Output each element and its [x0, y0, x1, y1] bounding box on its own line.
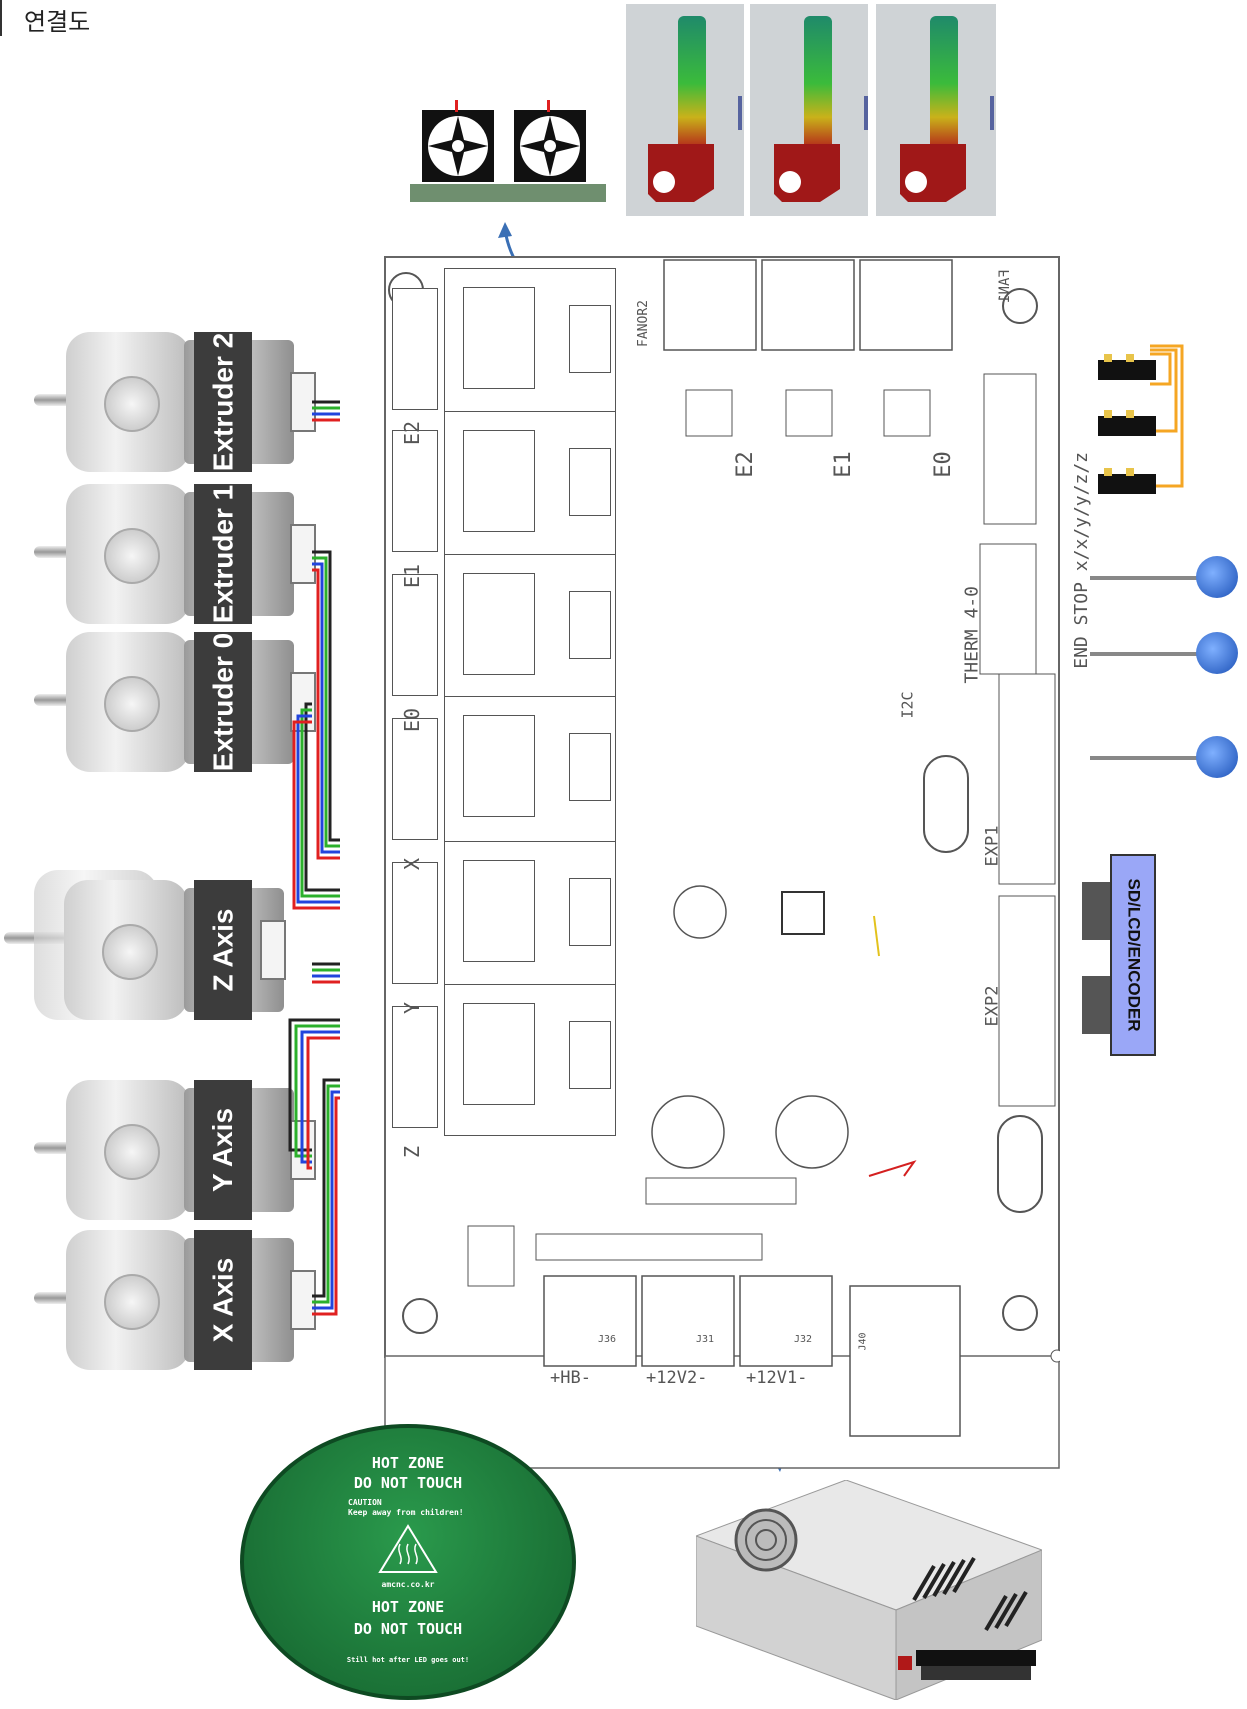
warning-icon	[378, 1524, 438, 1574]
bed-caution: CAUTION	[348, 1498, 382, 1507]
lcd-connector	[1082, 882, 1112, 940]
bed-hot-zone-2: HOT ZONE	[244, 1598, 572, 1616]
lcd-connector	[1082, 976, 1112, 1034]
thermistor-icon	[1196, 556, 1238, 598]
sd-lcd-encoder-label: SD/LCD/ENCODER	[1110, 854, 1156, 1056]
bed-site: amcnc.co.kr	[244, 1580, 572, 1589]
thermistor-wire	[1090, 576, 1210, 580]
thermistor-icon	[1196, 736, 1238, 778]
sd-lcd-encoder-text: SD/LCD/ENCODER	[1123, 878, 1143, 1031]
bed-footer: Still hot after LED goes out!	[244, 1656, 572, 1664]
bed-do-not-touch-2: DO NOT TOUCH	[244, 1620, 572, 1638]
thermistor-icon	[1196, 632, 1238, 674]
heated-bed: HOT ZONE DO NOT TOUCH CAUTION Keep away …	[240, 1424, 576, 1700]
bed-caution-sub: Keep away from children!	[348, 1508, 464, 1517]
endstop-switches	[1090, 336, 1186, 516]
thermistor-wire	[1090, 652, 1210, 656]
bed-do-not-touch-1: DO NOT TOUCH	[244, 1474, 572, 1492]
power-supply	[696, 1480, 1042, 1700]
thermistor-wire	[1090, 756, 1210, 760]
bed-hot-zone-1: HOT ZONE	[244, 1454, 572, 1472]
